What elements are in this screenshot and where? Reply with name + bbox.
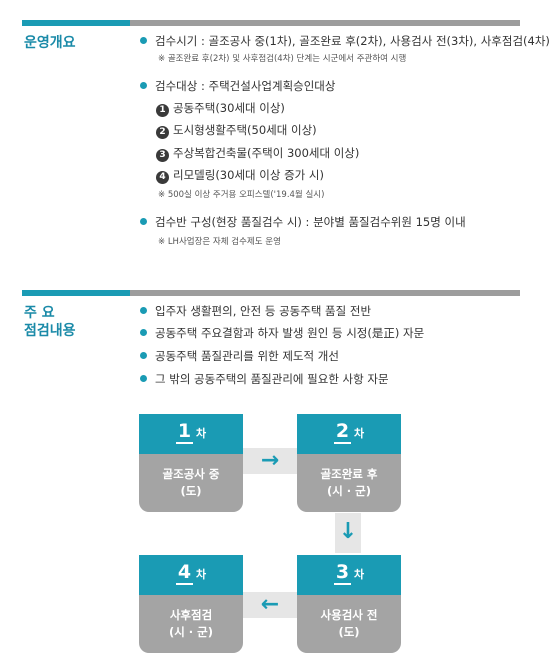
section1-item-1-text: 검수시기 : 골조공사 중(1차), 골조완료 후(2차), 사용검사 전(3차…: [155, 34, 550, 48]
stage-4-body: 사후점검 (시 · 군): [139, 595, 243, 653]
section2-divider-accent: [22, 290, 130, 296]
target-item-4-text: 리모델링(30세대 이상 증가 시): [173, 168, 324, 182]
connector-2-3: [335, 513, 361, 553]
section2-item-3: 공동주택 품질관리를 위한 제도적 개선: [140, 348, 339, 364]
section1-item-1-note: ※ 골조완료 후(2차) 및 사후점검(4차) 단계는 시군에서 주관하여 시행: [158, 54, 407, 64]
number-4-icon: 4: [156, 171, 169, 184]
section2-divider: [22, 290, 520, 296]
bullet-icon: [140, 375, 147, 382]
number-2-icon: 2: [156, 126, 169, 139]
number-1-icon: 1: [156, 104, 169, 117]
section2-item-4-text: 그 밖의 공동주택의 품질관리에 필요한 사항 자문: [155, 372, 389, 386]
stage-3-agency: (도): [338, 625, 360, 639]
connector-3-4: [243, 592, 297, 618]
stage-2-number: 2: [333, 420, 352, 444]
stage-2-body: 골조완료 후 (시 · 군): [297, 454, 401, 512]
stage-4-agency: (시 · 군): [168, 625, 214, 639]
stage-1-body: 골조공사 중 (도): [139, 454, 243, 512]
section2-item-1: 입주자 생활편의, 안전 등 공동주택 품질 전반: [140, 303, 371, 319]
section2-item-3-text: 공동주택 품질관리를 위한 제도적 개선: [155, 349, 339, 363]
section1-item-3-note: ※ LH사업장은 자체 검수제도 운영: [158, 237, 281, 247]
bullet-icon: [140, 218, 147, 225]
target-item-3: 3 주상복합건축물(주택이 300세대 이상): [156, 145, 359, 162]
section1-divider-accent: [22, 20, 130, 26]
stage-4-unit: 차: [196, 568, 207, 581]
stage-3-label: 사용검사 전: [320, 608, 378, 622]
section2-title-line2: 점검내용: [24, 323, 76, 339]
connector-1-2: [243, 448, 297, 474]
section1-item-2: 검수대상 : 주택건설사업계획승인대상: [140, 78, 335, 94]
stage-2-agency: (시 · 군): [326, 484, 372, 498]
section1-item-1: 검수시기 : 골조공사 중(1차), 골조완료 후(2차), 사용검사 전(3차…: [140, 33, 550, 49]
section1-item-3-text: 검수반 구성(현장 품질검수 시) : 분야별 품질검수위원 15명 이내: [155, 215, 466, 229]
bullet-icon: [140, 37, 147, 44]
stage-1-number: 1: [175, 420, 194, 444]
section2-item-2-text: 공동주택 주요결함과 하자 발생 원인 등 시정(是正) 자문: [155, 326, 425, 340]
stage-3-unit: 차: [354, 568, 365, 581]
section2-item-1-text: 입주자 생활편의, 안전 등 공동주택 품질 전반: [155, 304, 372, 318]
arrow-right-icon: →: [260, 448, 280, 473]
stage-4-number: 4: [175, 561, 194, 585]
stage-1-agency: (도): [180, 484, 202, 498]
stage-2-unit: 차: [354, 427, 365, 440]
target-item-1: 1 공동주택(30세대 이상): [156, 100, 285, 117]
target-item-1-text: 공동주택(30세대 이상): [173, 101, 285, 115]
section2-item-4: 그 밖의 공동주택의 품질관리에 필요한 사항 자문: [140, 371, 389, 387]
section2-title-line1: 주 요: [24, 305, 55, 321]
stage-1-unit: 차: [196, 427, 207, 440]
target-item-3-text: 주상복합건축물(주택이 300세대 이상): [173, 146, 360, 160]
stage-3-body: 사용검사 전 (도): [297, 595, 401, 653]
bullet-icon: [140, 307, 147, 314]
section1-item-2-text: 검수대상 : 주택건설사업계획승인대상: [155, 79, 336, 93]
target-item-4: 4 리모델링(30세대 이상 증가 시): [156, 167, 324, 184]
section1-title: 운영개요: [24, 35, 76, 51]
section1-divider: [22, 20, 520, 26]
target-item-2-text: 도시형생활주택(50세대 이상): [173, 123, 317, 137]
bullet-icon: [140, 329, 147, 336]
stage-2-label: 골조완료 후: [320, 467, 378, 481]
arrow-left-icon: ←: [260, 592, 280, 617]
stage-4-label: 사후점검: [169, 608, 213, 622]
number-3-icon: 3: [156, 149, 169, 162]
section1-item-3: 검수반 구성(현장 품질검수 시) : 분야별 품질검수위원 15명 이내: [140, 214, 466, 230]
stage-3-number: 3: [333, 561, 352, 585]
section1-item-2-note: ※ 500실 이상 주거용 오피스텔('19.4월 실시): [158, 190, 325, 200]
bullet-icon: [140, 352, 147, 359]
section2-item-2: 공동주택 주요결함과 하자 발생 원인 등 시정(是正) 자문: [140, 325, 424, 341]
arrow-down-icon: ↓: [338, 519, 358, 544]
target-item-2: 2 도시형생활주택(50세대 이상): [156, 122, 317, 139]
stage-1-label: 골조공사 중: [162, 467, 220, 481]
bullet-icon: [140, 82, 147, 89]
